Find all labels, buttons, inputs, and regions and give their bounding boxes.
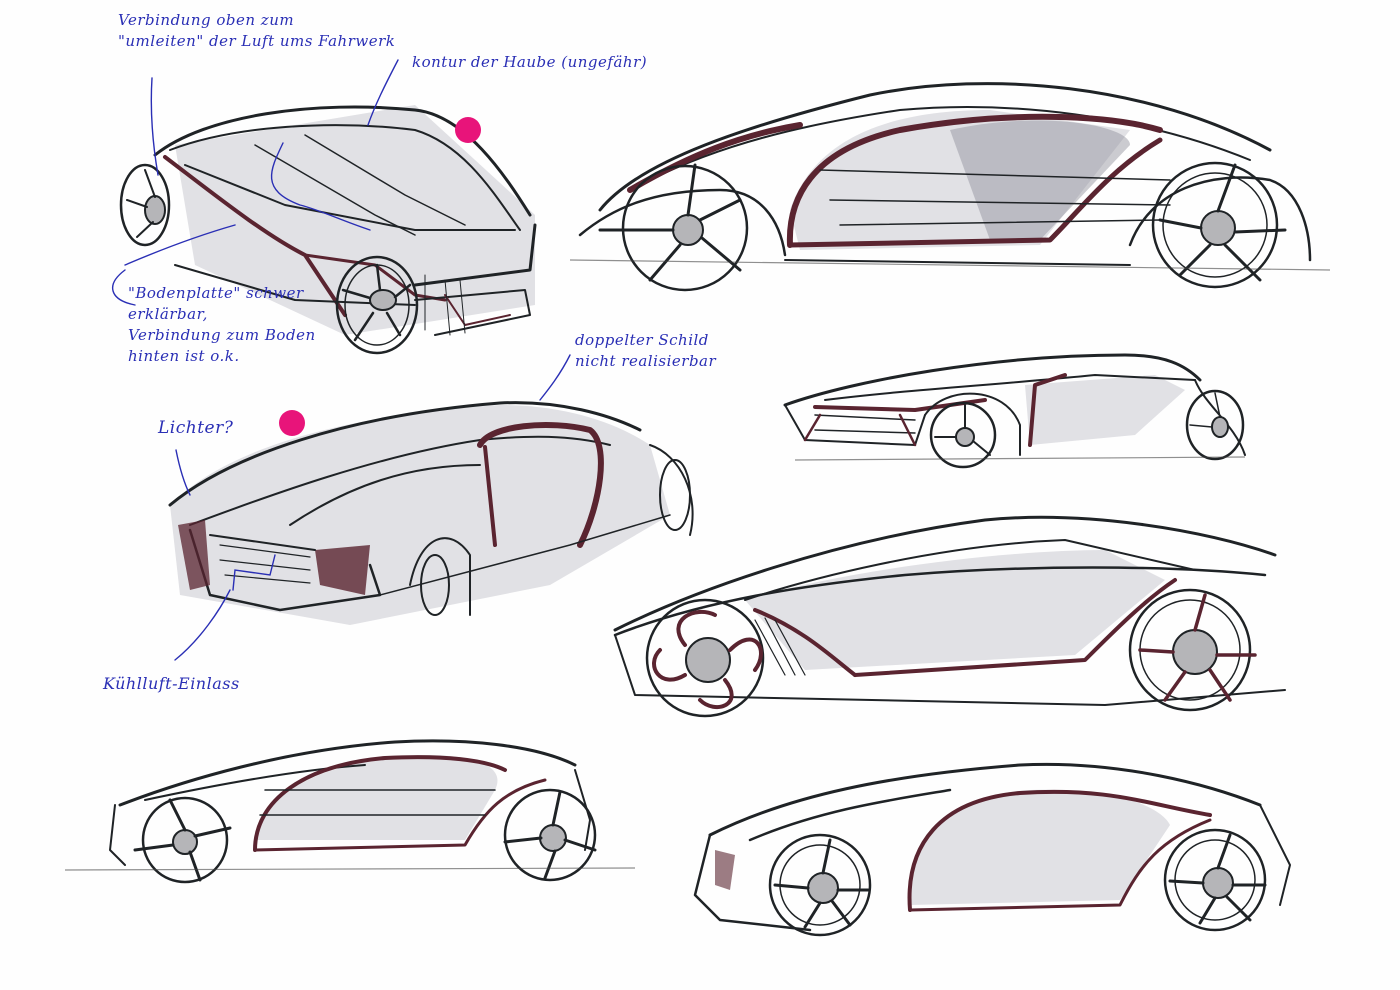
annotation-lights: Lichter? <box>158 418 234 438</box>
marker-dot-2 <box>279 410 305 436</box>
annotation-double-shield: doppelter Schild nicht realisierbar <box>575 331 717 370</box>
car-sketch-side-profile-large <box>569 70 1331 292</box>
annotation-floor-plate: "Bodenplatte" schwer erklärbar, Verbindu… <box>128 284 316 365</box>
annotation-cooling-intake: Kühlluft-Einlass <box>103 674 240 693</box>
annotation-hood-contour: kontur der Haube (ungefähr) <box>412 53 648 71</box>
car-sketch-side-profile-coupe <box>605 510 1295 720</box>
marker-dot-1 <box>455 117 481 143</box>
annotation-air-routing: Verbindung oben zum "umleiten" der Luft … <box>118 11 396 50</box>
car-sketch-side-profile-rounded <box>690 755 1330 937</box>
car-sketch-side-profile-small <box>64 730 636 884</box>
car-sketch-front-three-quarter-large <box>150 385 720 640</box>
car-sketch-front-three-quarter-small <box>765 345 1255 470</box>
